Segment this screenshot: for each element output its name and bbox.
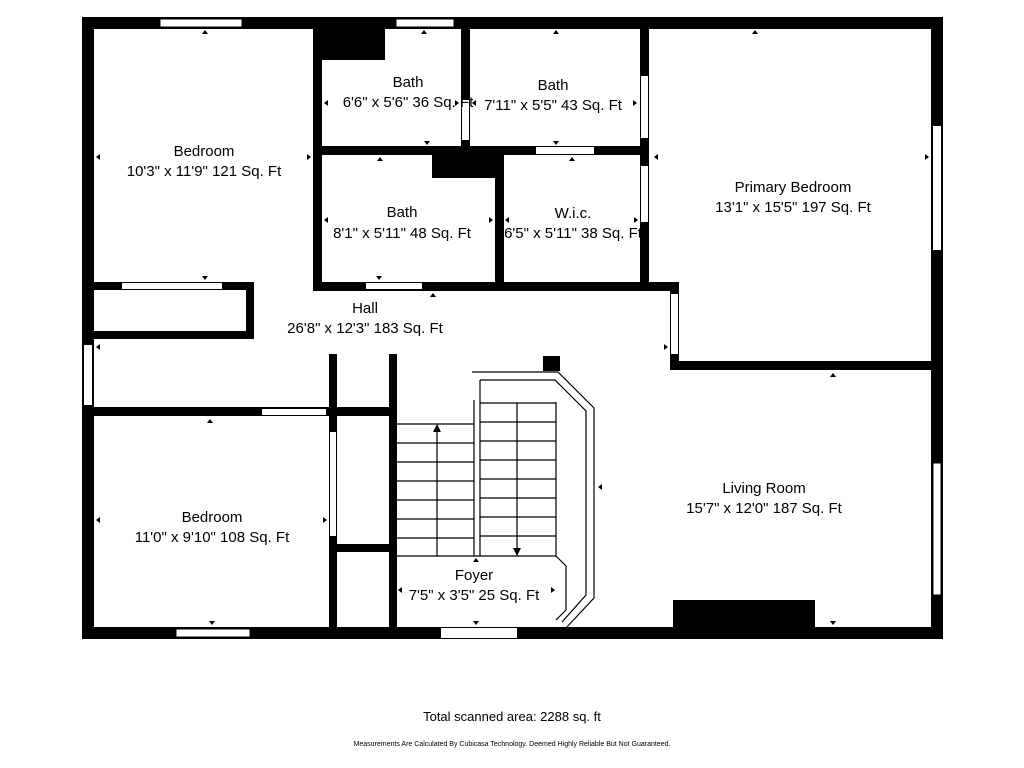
room-label-bath-3: Bath 8'1" x 5'11" 48 Sq. Ft xyxy=(333,204,472,242)
room-label-bath-2: Bath 7'11" x 5'5" 43 Sq. Ft xyxy=(484,77,623,114)
room-label-foyer: Foyer 7'5" x 3'5" 25 Sq. Ft xyxy=(409,567,540,604)
room-label-bedroom-2: Bedroom 11'0" x 9'10" 108 Sq. Ft xyxy=(135,509,290,546)
room-dimensions: 10'3" x 11'9" 121 Sq. Ft xyxy=(127,163,282,180)
room-name: Primary Bedroom xyxy=(735,179,852,196)
windows xyxy=(84,18,942,638)
room-dimensions: 6'6" x 5'6" 36 Sq. Ft xyxy=(343,94,474,111)
room-dimensions: 6'5" x 5'11" 38 Sq. Ft xyxy=(504,225,643,242)
room-label-primary-bedroom: Primary Bedroom 13'1" x 15'5" 197 Sq. Ft xyxy=(715,179,871,216)
room-name: Bath xyxy=(393,74,424,91)
door-openings xyxy=(122,76,678,638)
room-name: Bath xyxy=(538,77,569,94)
stair-arrows xyxy=(433,424,521,556)
room-name: Bath xyxy=(387,204,418,221)
room-label-living-room: Living Room 15'7" x 12'0" 187 Sq. Ft xyxy=(686,480,842,517)
room-dimensions: 11'0" x 9'10" 108 Sq. Ft xyxy=(135,529,290,546)
room-name: Living Room xyxy=(722,480,805,497)
room-name: Hall xyxy=(352,300,378,317)
room-dimensions: 8'1" x 5'11" 48 Sq. Ft xyxy=(333,225,472,242)
room-label-bath-1: Bath 6'6" x 5'6" 36 Sq. Ft xyxy=(343,74,474,111)
room-dimensions: 26'8" x 12'3" 183 Sq. Ft xyxy=(287,320,443,337)
room-name: Foyer xyxy=(455,567,493,584)
room-name: W.i.c. xyxy=(555,205,592,222)
total-area-text: Total scanned area: 2288 sq. ft xyxy=(423,709,601,724)
room-name: Bedroom xyxy=(174,143,235,160)
room-dimensions: 15'7" x 12'0" 187 Sq. Ft xyxy=(686,500,842,517)
interior-walls xyxy=(82,27,943,639)
room-dimensions: 7'5" x 3'5" 25 Sq. Ft xyxy=(409,587,540,604)
room-label-hall: Hall 26'8" x 12'3" 183 Sq. Ft xyxy=(287,300,443,337)
room-name: Bedroom xyxy=(182,509,243,526)
staircase xyxy=(397,371,595,629)
room-dimensions: 13'1" x 15'5" 197 Sq. Ft xyxy=(715,199,871,216)
room-label-bedroom-1: Bedroom 10'3" x 11'9" 121 Sq. Ft xyxy=(127,143,282,180)
room-label-wic: W.i.c. 6'5" x 5'11" 38 Sq. Ft xyxy=(504,205,643,242)
dimension-ticks xyxy=(96,30,929,625)
disclaimer-text: Measurements Are Calculated By Cubicasa … xyxy=(353,741,671,748)
room-dimensions: 7'11" x 5'5" 43 Sq. Ft xyxy=(484,97,623,114)
